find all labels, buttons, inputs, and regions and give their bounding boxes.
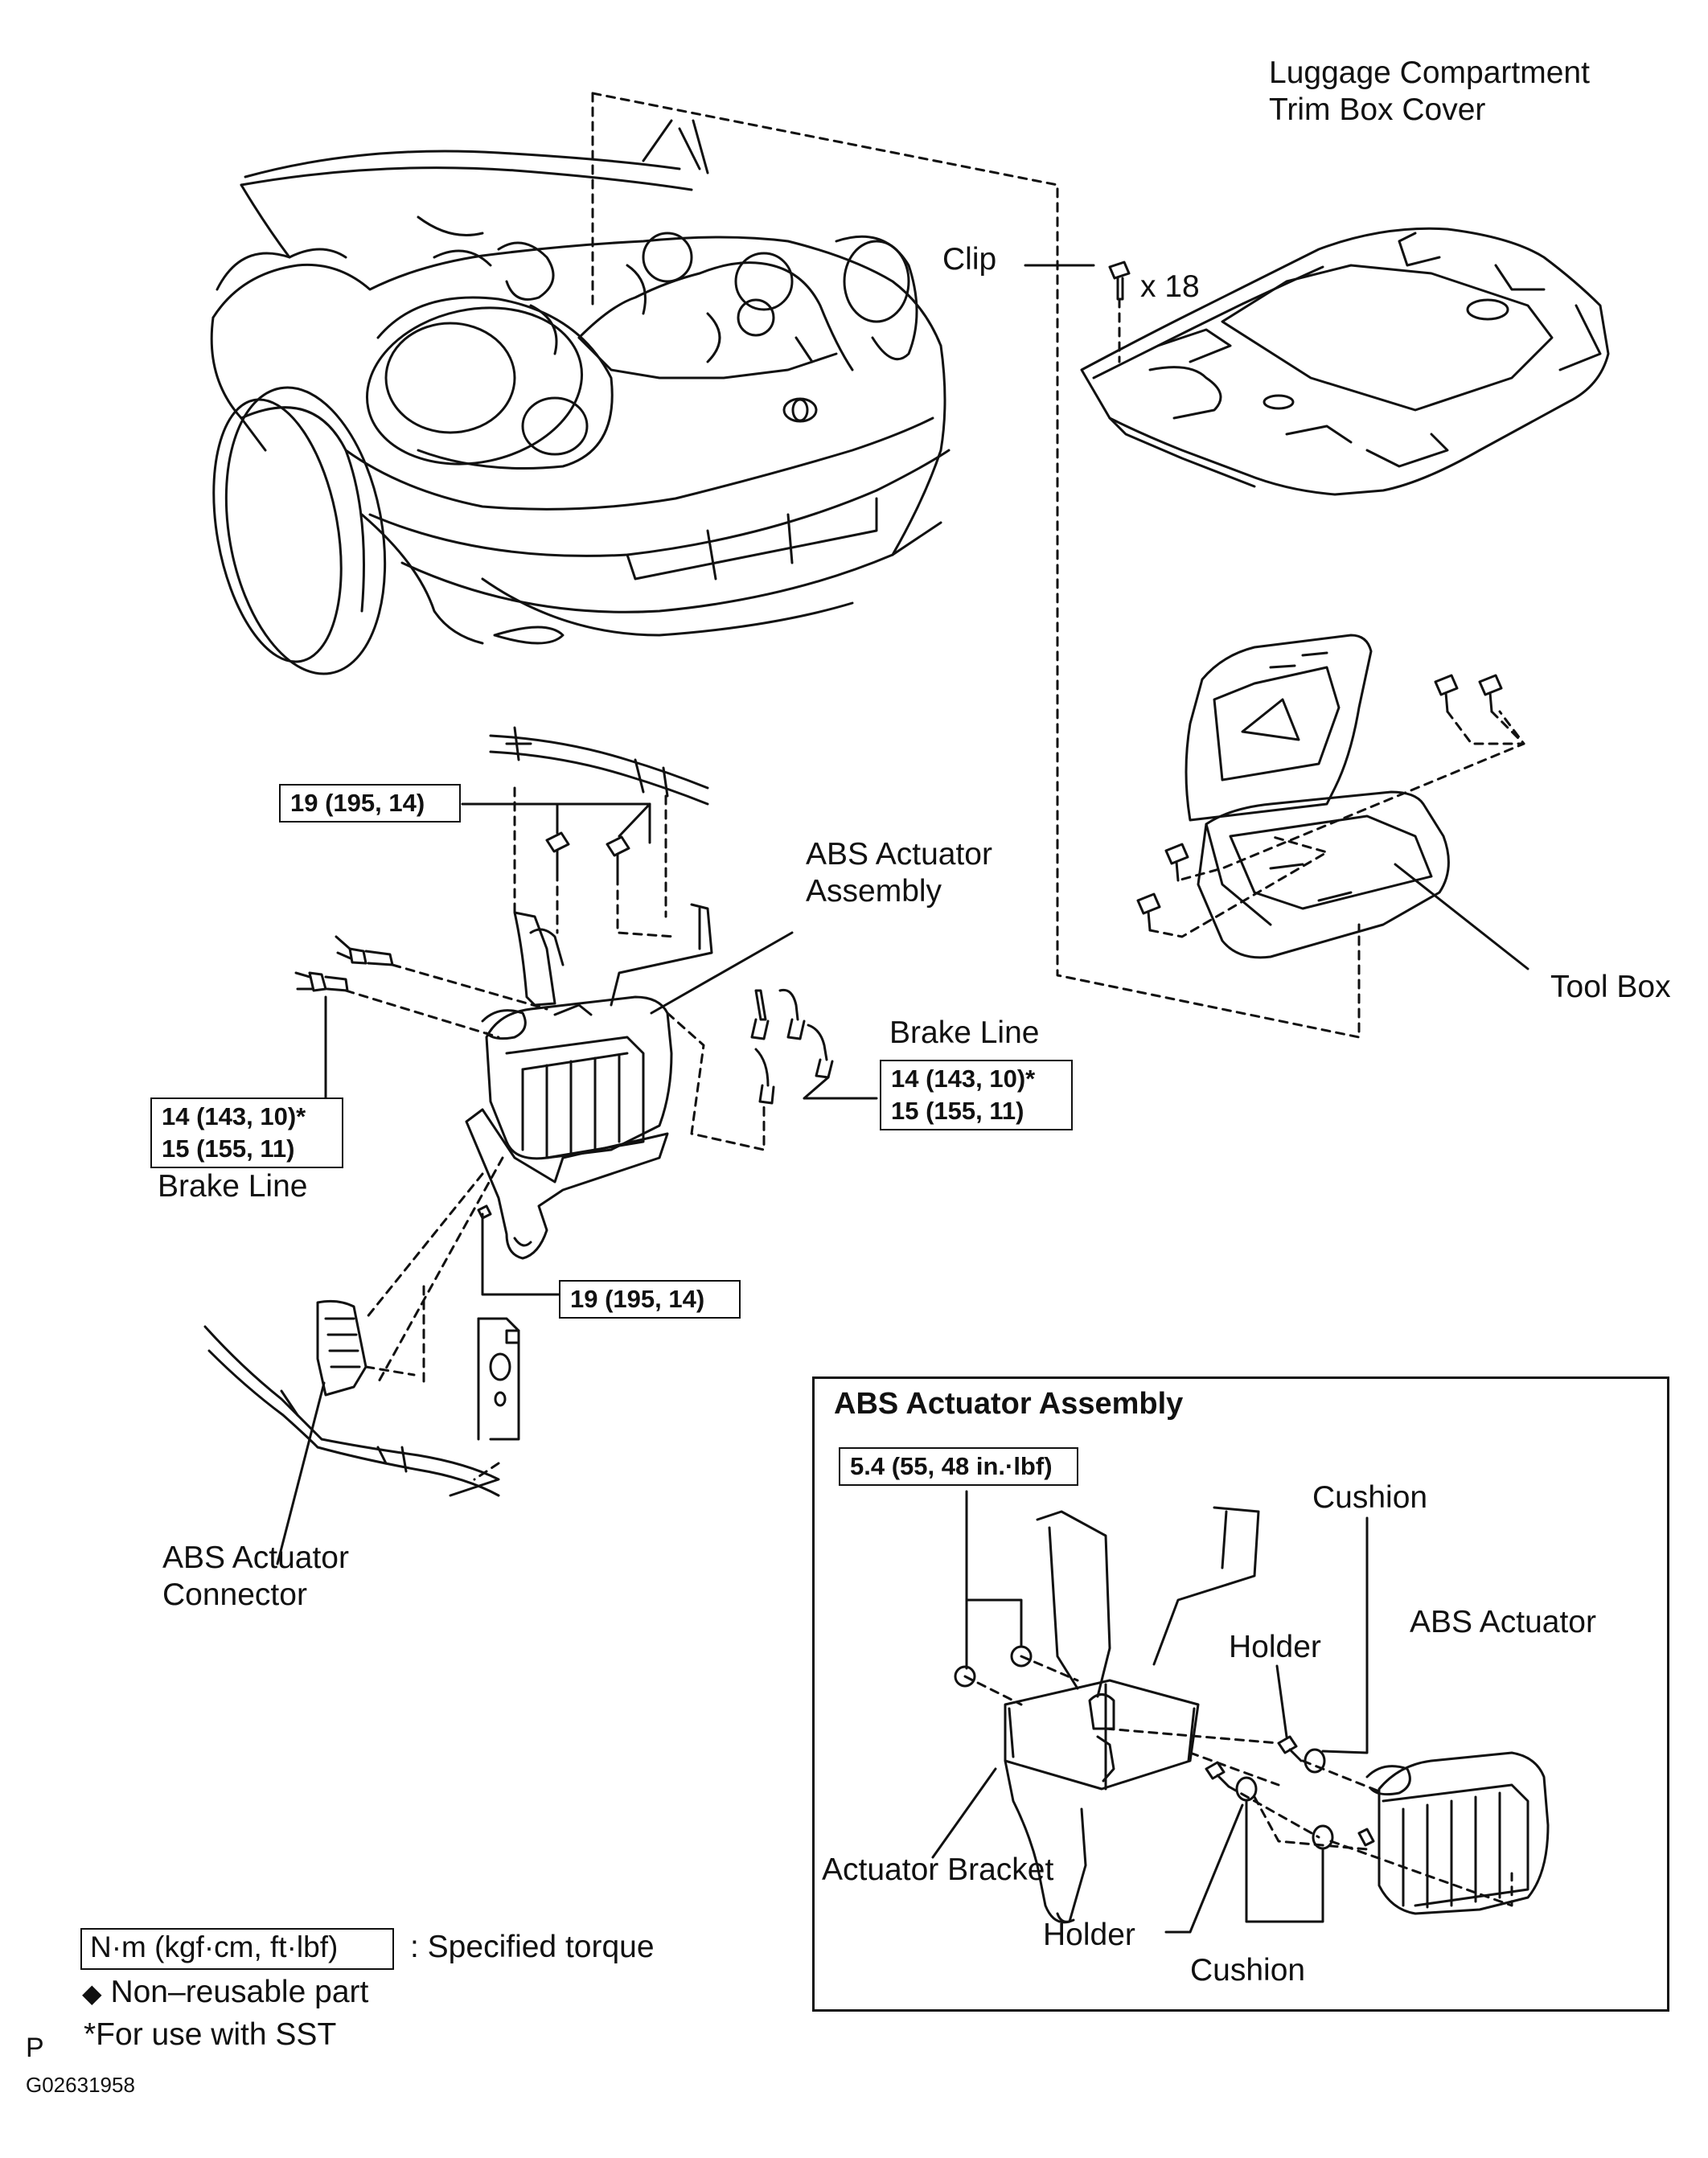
figure-code: G02631958 bbox=[26, 2073, 135, 2097]
label-abs-assembly: ABS Actuator Assembly bbox=[806, 836, 992, 910]
trim-box-cover-illustration bbox=[1080, 227, 1610, 496]
label-abs-connector-line2: Connector bbox=[162, 1577, 307, 1612]
legend-torque-unit: N·m (kgf·cm, ft·lbf) bbox=[90, 1930, 339, 1963]
tool-box-illustration bbox=[1136, 634, 1529, 970]
inset-label-holder-top: Holder bbox=[1229, 1630, 1321, 1664]
label-luggage-cover-line2: Trim Box Cover bbox=[1269, 92, 1486, 127]
inset-torque-box: 5.4 (55, 48 in.·lbf) bbox=[839, 1447, 1078, 1486]
page-marker: P bbox=[26, 2033, 44, 2063]
torque-value: 19 (195, 14) bbox=[290, 789, 425, 817]
inset-label-actuator-bracket: Actuator Bracket bbox=[822, 1852, 1054, 1887]
inset-label-cushion-bottom: Cushion bbox=[1190, 1953, 1306, 1988]
label-abs-assembly-line2: Assembly bbox=[806, 874, 942, 909]
torque-box-bracket-bolts-top: 19 (195, 14) bbox=[279, 784, 461, 823]
torque-box-brake-line-left: 14 (143, 10)* 15 (155, 11) bbox=[150, 1097, 343, 1168]
label-brake-line-right: Brake Line bbox=[889, 1015, 1040, 1050]
torque-box-brake-line-right: 14 (143, 10)* 15 (155, 11) bbox=[880, 1060, 1073, 1130]
torque-value-line2: 15 (155, 11) bbox=[162, 1134, 295, 1163]
inset-label-abs-actuator: ABS Actuator bbox=[1410, 1605, 1596, 1639]
label-brake-line-left: Brake Line bbox=[158, 1169, 308, 1204]
torque-value: 19 (195, 14) bbox=[570, 1285, 705, 1313]
torque-value-line2: 15 (155, 11) bbox=[891, 1097, 1024, 1125]
torque-value-line1: 14 (143, 10)* bbox=[162, 1102, 306, 1130]
legend-torque-box: N·m (kgf·cm, ft·lbf) bbox=[80, 1928, 394, 1970]
inset-label-cushion-top: Cushion bbox=[1312, 1480, 1428, 1515]
abs-assembly-illustration bbox=[203, 726, 878, 1565]
label-abs-assembly-line1: ABS Actuator bbox=[806, 837, 992, 872]
label-clip: Clip bbox=[942, 242, 997, 277]
car-front-illustration bbox=[210, 119, 950, 675]
diamond-icon: ◆ bbox=[82, 1978, 102, 2008]
label-luggage-cover-line1: Luggage Compartment bbox=[1269, 55, 1590, 90]
torque-value: 5.4 (55, 48 in.·lbf) bbox=[850, 1452, 1053, 1480]
torque-value-line1: 14 (143, 10)* bbox=[891, 1065, 1036, 1093]
label-abs-connector: ABS Actuator Connector bbox=[162, 1540, 349, 1614]
torque-box-bracket-bolt-bottom: 19 (195, 14) bbox=[559, 1280, 741, 1319]
label-tool-box: Tool Box bbox=[1550, 970, 1671, 1004]
label-clip-count: x 18 bbox=[1140, 269, 1200, 304]
inset-label-holder-bottom: Holder bbox=[1043, 1918, 1135, 1952]
label-luggage-cover: Luggage Compartment Trim Box Cover bbox=[1269, 55, 1590, 129]
legend-sst-note: *For use with SST bbox=[84, 2017, 337, 2052]
legend-non-reusable: Non–reusable part bbox=[110, 1975, 369, 2009]
label-abs-connector-line1: ABS Actuator bbox=[162, 1541, 349, 1575]
inset-title: ABS Actuator Assembly bbox=[834, 1387, 1184, 1421]
inset-panel bbox=[812, 1376, 1669, 2012]
legend-non-reusable-row: ◆ Non–reusable part bbox=[82, 1974, 368, 2012]
inset-abs-illustration bbox=[931, 1490, 1550, 1934]
legend-torque-desc: : Specified torque bbox=[410, 1930, 655, 1964]
clip-illustration bbox=[1024, 261, 1131, 363]
